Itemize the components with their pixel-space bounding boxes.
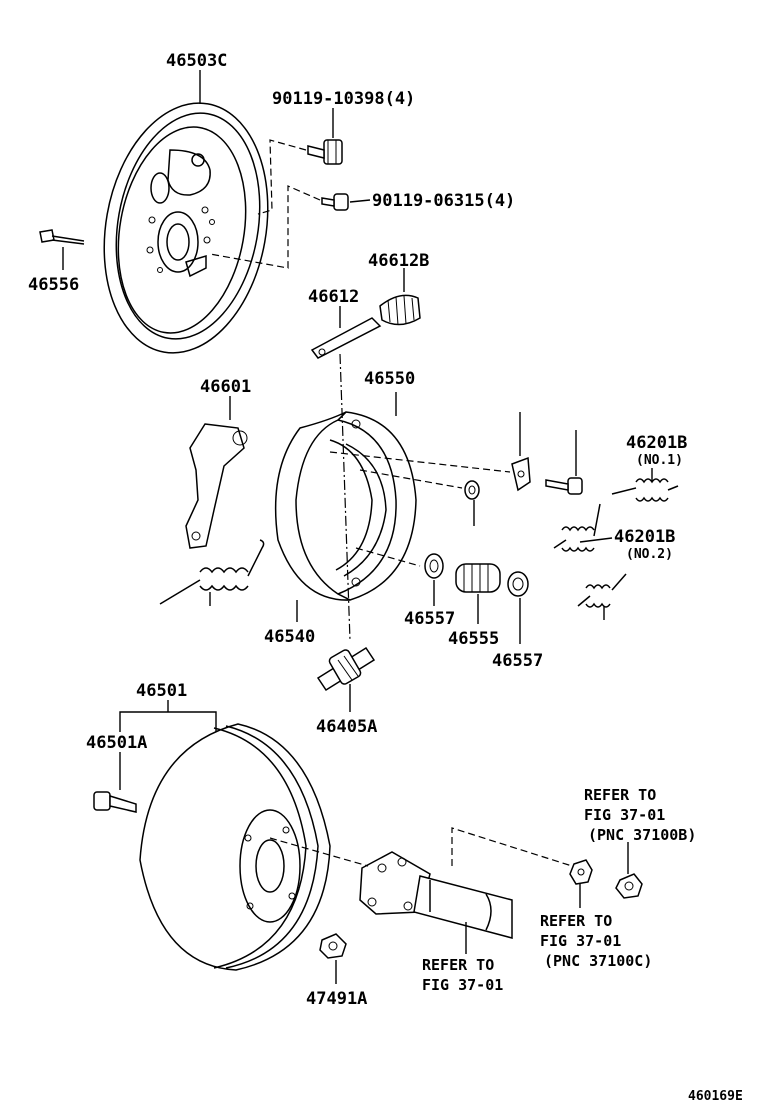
bolt-47459b-drawing	[545, 477, 583, 495]
shoe-hold-pin-drawing	[379, 294, 421, 326]
reference-top-right: REFER TO FIG 37-01 (PNC 37100B)	[584, 786, 696, 844]
cup-left-drawing	[424, 553, 444, 579]
label-adjuster: 46405A	[316, 717, 377, 737]
nut-37100c-drawing	[569, 859, 593, 885]
backing-plate-drawing	[103, 102, 269, 354]
label-spring-no1: 46201B	[626, 433, 687, 453]
plate-47456a-drawing	[511, 456, 531, 492]
adjuster-drawing	[316, 646, 376, 692]
reference-bottom-line1: REFER TO	[422, 956, 494, 974]
spring-46550e-drawing	[159, 539, 265, 605]
washer-46550c-drawing	[464, 480, 480, 500]
reference-mid-right: REFER TO FIG 37-01 (PNC 37100C)	[540, 912, 652, 970]
reference-top-right-line3: (PNC 37100B)	[588, 826, 696, 844]
nut-37100b-drawing	[615, 873, 643, 899]
label-spring-no2-note: (NO.2)	[626, 547, 673, 562]
label-cup-left: 46557	[404, 609, 455, 629]
spring-46550g-drawing	[577, 573, 627, 608]
spring-46555-drawing	[455, 563, 501, 593]
nut-47491a-drawing	[319, 933, 347, 959]
label-drum-bolt: 46501A	[86, 733, 147, 753]
spring-no1-drawing	[611, 478, 679, 502]
label-strut: 46612	[308, 287, 359, 307]
reference-bottom: REFER TO FIG 37-01	[422, 956, 503, 994]
reference-top-right-line2: FIG 37-01	[584, 806, 665, 824]
label-pin: 46556	[28, 275, 79, 295]
spring-no2-drawing	[553, 503, 601, 552]
reference-bottom-line2: FIG 37-01	[422, 976, 503, 994]
label-shoe-front: 46540	[264, 627, 315, 647]
label-nut: 47491A	[306, 989, 367, 1009]
label-drum: 46501	[136, 681, 187, 701]
drum-drawing	[139, 723, 331, 971]
bolt-06315-drawing	[321, 193, 349, 211]
cup-right-drawing	[507, 571, 529, 597]
diagram-code: 460169E	[688, 1089, 743, 1104]
drum-bolt-drawing	[93, 791, 137, 813]
label-shoe-rear: 46550	[364, 369, 415, 389]
reference-mid-right-line3: (PNC 37100C)	[544, 952, 652, 970]
pin-drawing	[39, 229, 85, 245]
label-cup-right: 46557	[492, 651, 543, 671]
label-shoe-hold-pin: 46612B	[368, 251, 429, 271]
label-spring-46555: 46555	[448, 629, 499, 649]
reference-mid-right-line2: FIG 37-01	[540, 932, 621, 950]
reference-top-right-line1: REFER TO	[584, 786, 656, 804]
label-spring-no2: 46201B	[614, 527, 675, 547]
axle-drawing	[359, 851, 513, 939]
reference-mid-right-line1: REFER TO	[540, 912, 612, 930]
lever-drawing	[185, 423, 248, 549]
label-lever: 46601	[200, 377, 251, 397]
bolt-10398-drawing	[307, 139, 343, 165]
strut-drawing	[310, 317, 382, 359]
label-backing-plate: 46503C	[166, 51, 227, 71]
label-spring-no1-note: (NO.1)	[636, 453, 683, 468]
label-bolt-10398: 90119-10398(4)	[272, 89, 415, 109]
label-bolt-06315: 90119-06315(4)	[372, 191, 515, 211]
